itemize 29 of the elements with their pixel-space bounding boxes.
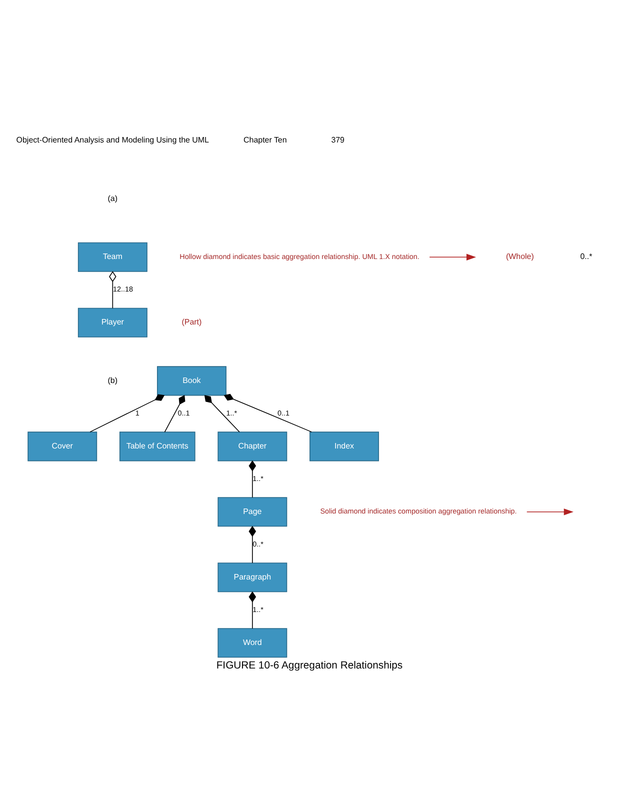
label: (Part)	[182, 317, 202, 326]
connector	[248, 460, 256, 498]
connector	[248, 590, 256, 628]
connector	[90, 394, 165, 432]
arrow	[429, 253, 476, 260]
label: Chapter Ten	[244, 135, 287, 144]
label: Object-Oriented Analysis and Modeling Using the UML	[16, 135, 209, 144]
label: (a)	[108, 193, 118, 202]
connector	[204, 394, 240, 432]
label: 0..*	[580, 252, 592, 261]
arrow	[526, 508, 574, 515]
node-box: Index	[310, 431, 379, 461]
caption: FIGURE 10-6 Aggregation Relationships	[216, 660, 403, 672]
node-box: Chapter	[218, 431, 288, 461]
node-box: Table of Contents	[119, 431, 196, 461]
node-box: Word	[218, 628, 288, 658]
label: (Whole)	[506, 252, 534, 261]
node-box: Team	[78, 242, 148, 272]
node-box: Book	[156, 366, 226, 396]
node-box: Cover	[28, 431, 98, 461]
connector	[164, 394, 186, 432]
connector	[108, 270, 116, 308]
node-box: Paragraph	[218, 562, 288, 592]
connector	[248, 525, 256, 563]
node-box: Player	[78, 307, 148, 337]
label: (b)	[108, 375, 118, 384]
connector	[224, 393, 312, 432]
label: 379	[331, 135, 344, 144]
node-box: Page	[218, 496, 288, 526]
